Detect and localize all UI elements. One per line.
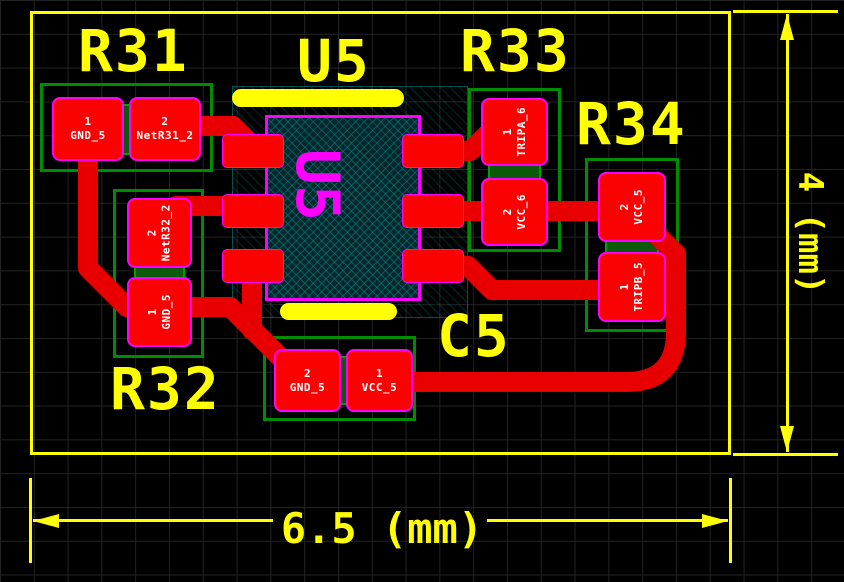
pad-net-label: VCC_6	[514, 194, 528, 230]
r31-pad-2[interactable]: 2 NetR31_2	[129, 97, 201, 161]
dimension-line[interactable]	[487, 519, 728, 522]
r34-pad-2[interactable]: 2 VCC_5	[598, 172, 666, 242]
pad-net-label: GND_5	[289, 380, 326, 394]
u5-silkscreen-designator: U5	[282, 148, 352, 222]
u5-pad-right-2[interactable]	[402, 194, 464, 228]
dimension-arrow-right-icon	[702, 514, 728, 528]
pad-number: 1	[500, 128, 514, 136]
pad-number: 2	[618, 203, 632, 211]
u5-pad-left-1[interactable]	[222, 134, 284, 168]
pad-net-label: GND_5	[70, 129, 106, 142]
dimension-arrow-down-icon	[780, 426, 794, 452]
pad-net-label: VCC_5	[361, 380, 398, 394]
dimension-extension-line	[733, 10, 838, 13]
pad-number: 2	[145, 229, 159, 237]
trace-vcc5-c5-to-r34[interactable]	[372, 208, 686, 392]
r31-designator-label[interactable]: R31	[78, 17, 189, 85]
r32-courtyard	[113, 189, 204, 358]
pad-net-label: TRIPA_6	[514, 107, 528, 157]
c5-designator-label[interactable]: C5	[437, 302, 511, 370]
u5-pad-left-3[interactable]	[222, 249, 284, 283]
u5-silkscreen-top-bar	[232, 89, 404, 107]
pad-net-label: NetR32_2	[159, 204, 173, 262]
pad-number: 1	[618, 283, 632, 291]
u5-designator-label[interactable]: U5	[297, 27, 371, 95]
pad-number: 2	[500, 208, 514, 216]
r33-pad-1[interactable]: 1 TRIPA_6	[481, 98, 548, 166]
pad-number: 2	[303, 366, 312, 380]
r32-pad-2[interactable]: 2 NetR32_2	[127, 198, 192, 268]
r34-pad-1[interactable]: 1 TRIPB_5	[598, 252, 666, 322]
r32-pad-1[interactable]: 1 GND_5	[127, 277, 192, 347]
dimension-arrow-left-icon	[33, 514, 59, 528]
dimension-line[interactable]	[33, 519, 273, 522]
r34-designator-label[interactable]: R34	[576, 90, 687, 158]
dimension-height-text[interactable]: 4 (mm)	[790, 171, 830, 295]
pad-net-label: NetR31_2	[136, 129, 194, 142]
r32-designator-label[interactable]: R32	[110, 355, 221, 423]
u5-pad-right-1[interactable]	[402, 134, 464, 168]
pad-net-label: VCC_5	[632, 189, 645, 225]
dimension-width-text[interactable]: 6.5 (mm)	[280, 504, 484, 553]
dimension-extension-line	[29, 478, 32, 563]
pad-number: 1	[84, 115, 92, 129]
pad-net-label: GND_5	[159, 294, 173, 330]
c5-pad-2[interactable]: 2 GND_5	[274, 349, 341, 412]
dimension-extension-line	[733, 453, 838, 456]
c5-pad-1[interactable]: 1 VCC_5	[346, 349, 413, 412]
dimension-arrow-up-icon	[780, 14, 794, 40]
u5-silkscreen-bottom-bar	[280, 303, 397, 320]
r33-designator-label[interactable]: R33	[460, 17, 571, 85]
u5-pad-right-3[interactable]	[402, 249, 464, 283]
dimension-line[interactable]	[786, 14, 789, 452]
pad-net-label: TRIPB_5	[631, 262, 645, 312]
pad-number: 1	[375, 366, 384, 380]
dimension-extension-line	[729, 478, 732, 563]
pad-number: 1	[145, 308, 159, 316]
r33-courtyard	[468, 88, 561, 252]
u5-pad-left-2[interactable]	[222, 194, 284, 228]
r33-pad-2[interactable]: 2 VCC_6	[481, 178, 548, 246]
pad-number: 2	[161, 115, 169, 129]
board-outline[interactable]	[30, 11, 731, 455]
r31-pad-1[interactable]: 1 GND_5	[52, 97, 124, 161]
